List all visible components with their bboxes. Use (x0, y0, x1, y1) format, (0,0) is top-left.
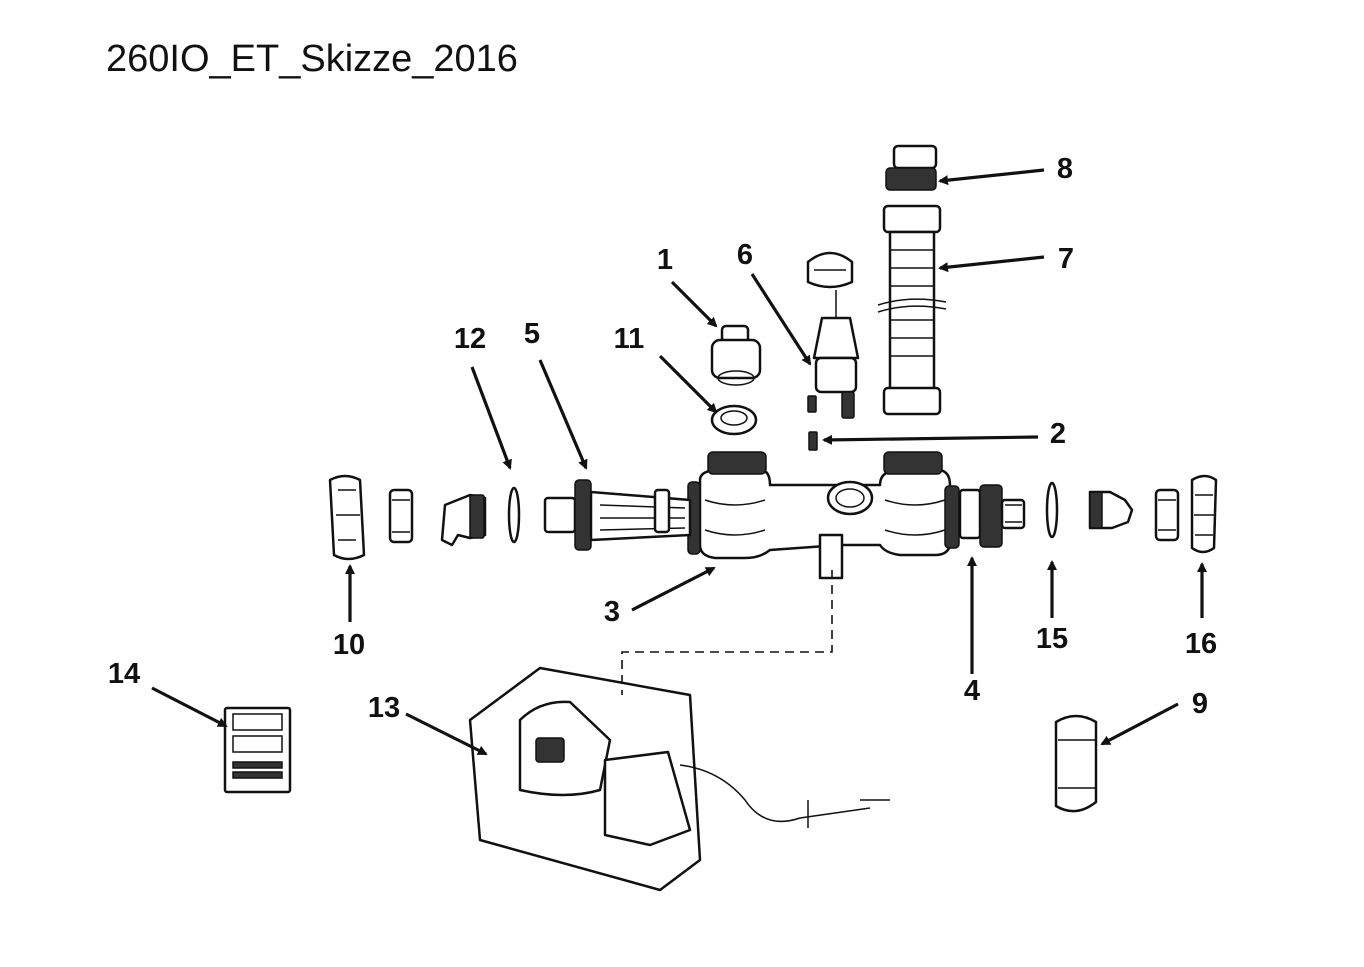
callout-arrows (151, 168, 1207, 756)
electrode-part-5 (543, 479, 692, 551)
callout-label-2: 2 (1050, 418, 1066, 450)
cap-part-9 (1054, 714, 1098, 813)
callout-label-9: 9 (1192, 688, 1208, 720)
callout-label-3: 3 (604, 596, 620, 628)
elbow-fitting-right (1088, 490, 1134, 530)
o-ring-part-12 (507, 486, 521, 544)
callout-label-11: 11 (614, 323, 645, 355)
flow-switch-part-6 (806, 251, 860, 419)
callout-label-8: 8 (1057, 153, 1073, 185)
arrow-14 (151, 686, 228, 728)
screw-part-2 (808, 431, 818, 451)
arrow-13 (405, 712, 488, 756)
arrow-6 (750, 273, 812, 366)
union-nut-part-10 (328, 474, 366, 561)
callout-label-14: 14 (108, 658, 140, 690)
union-insert-right (1154, 488, 1180, 542)
callout-label-6: 6 (737, 239, 753, 271)
connector-part-8 (885, 144, 938, 191)
callout-label-5: 5 (524, 318, 540, 350)
arrow-7 (938, 255, 1045, 273)
callout-label-4: 4 (964, 675, 980, 707)
union-nut-part-16 (1190, 474, 1218, 554)
callout-label-12: 12 (454, 323, 486, 355)
control-unit-part-13 (468, 666, 890, 892)
callout-label-10: 10 (333, 629, 365, 661)
flex-hose-part-7 (877, 204, 947, 416)
cable-path-line (621, 570, 833, 695)
callout-label-1: 1 (657, 244, 673, 276)
arrow-3 (631, 566, 716, 612)
control-panel-part-14 (223, 706, 292, 794)
o-ring-part-15 (1045, 481, 1059, 539)
arrow-1 (670, 280, 718, 328)
arrow-8 (938, 168, 1045, 186)
arrow-9 (1100, 702, 1179, 746)
callout-labels: 1 2 3 4 5 6 7 8 9 10 11 12 13 14 15 16 (108, 153, 1217, 724)
adapter-part-1 (710, 324, 762, 386)
callout-label-16: 16 (1185, 628, 1217, 660)
main-body-part (687, 451, 960, 580)
arrow-2 (822, 434, 1039, 445)
sensor-holder-part-4 (958, 484, 1026, 548)
ring-part-11 (710, 404, 758, 436)
diagram-title: 260IO_ET_Skizze_2016 (106, 38, 518, 80)
callout-label-7: 7 (1058, 243, 1074, 275)
callout-label-13: 13 (368, 692, 400, 724)
arrow-11 (658, 354, 718, 414)
arrow-12 (470, 366, 512, 470)
elbow-fitting-left (440, 493, 487, 547)
union-insert-left (388, 488, 414, 544)
arrow-5 (538, 359, 588, 470)
callout-label-15: 15 (1036, 623, 1068, 655)
